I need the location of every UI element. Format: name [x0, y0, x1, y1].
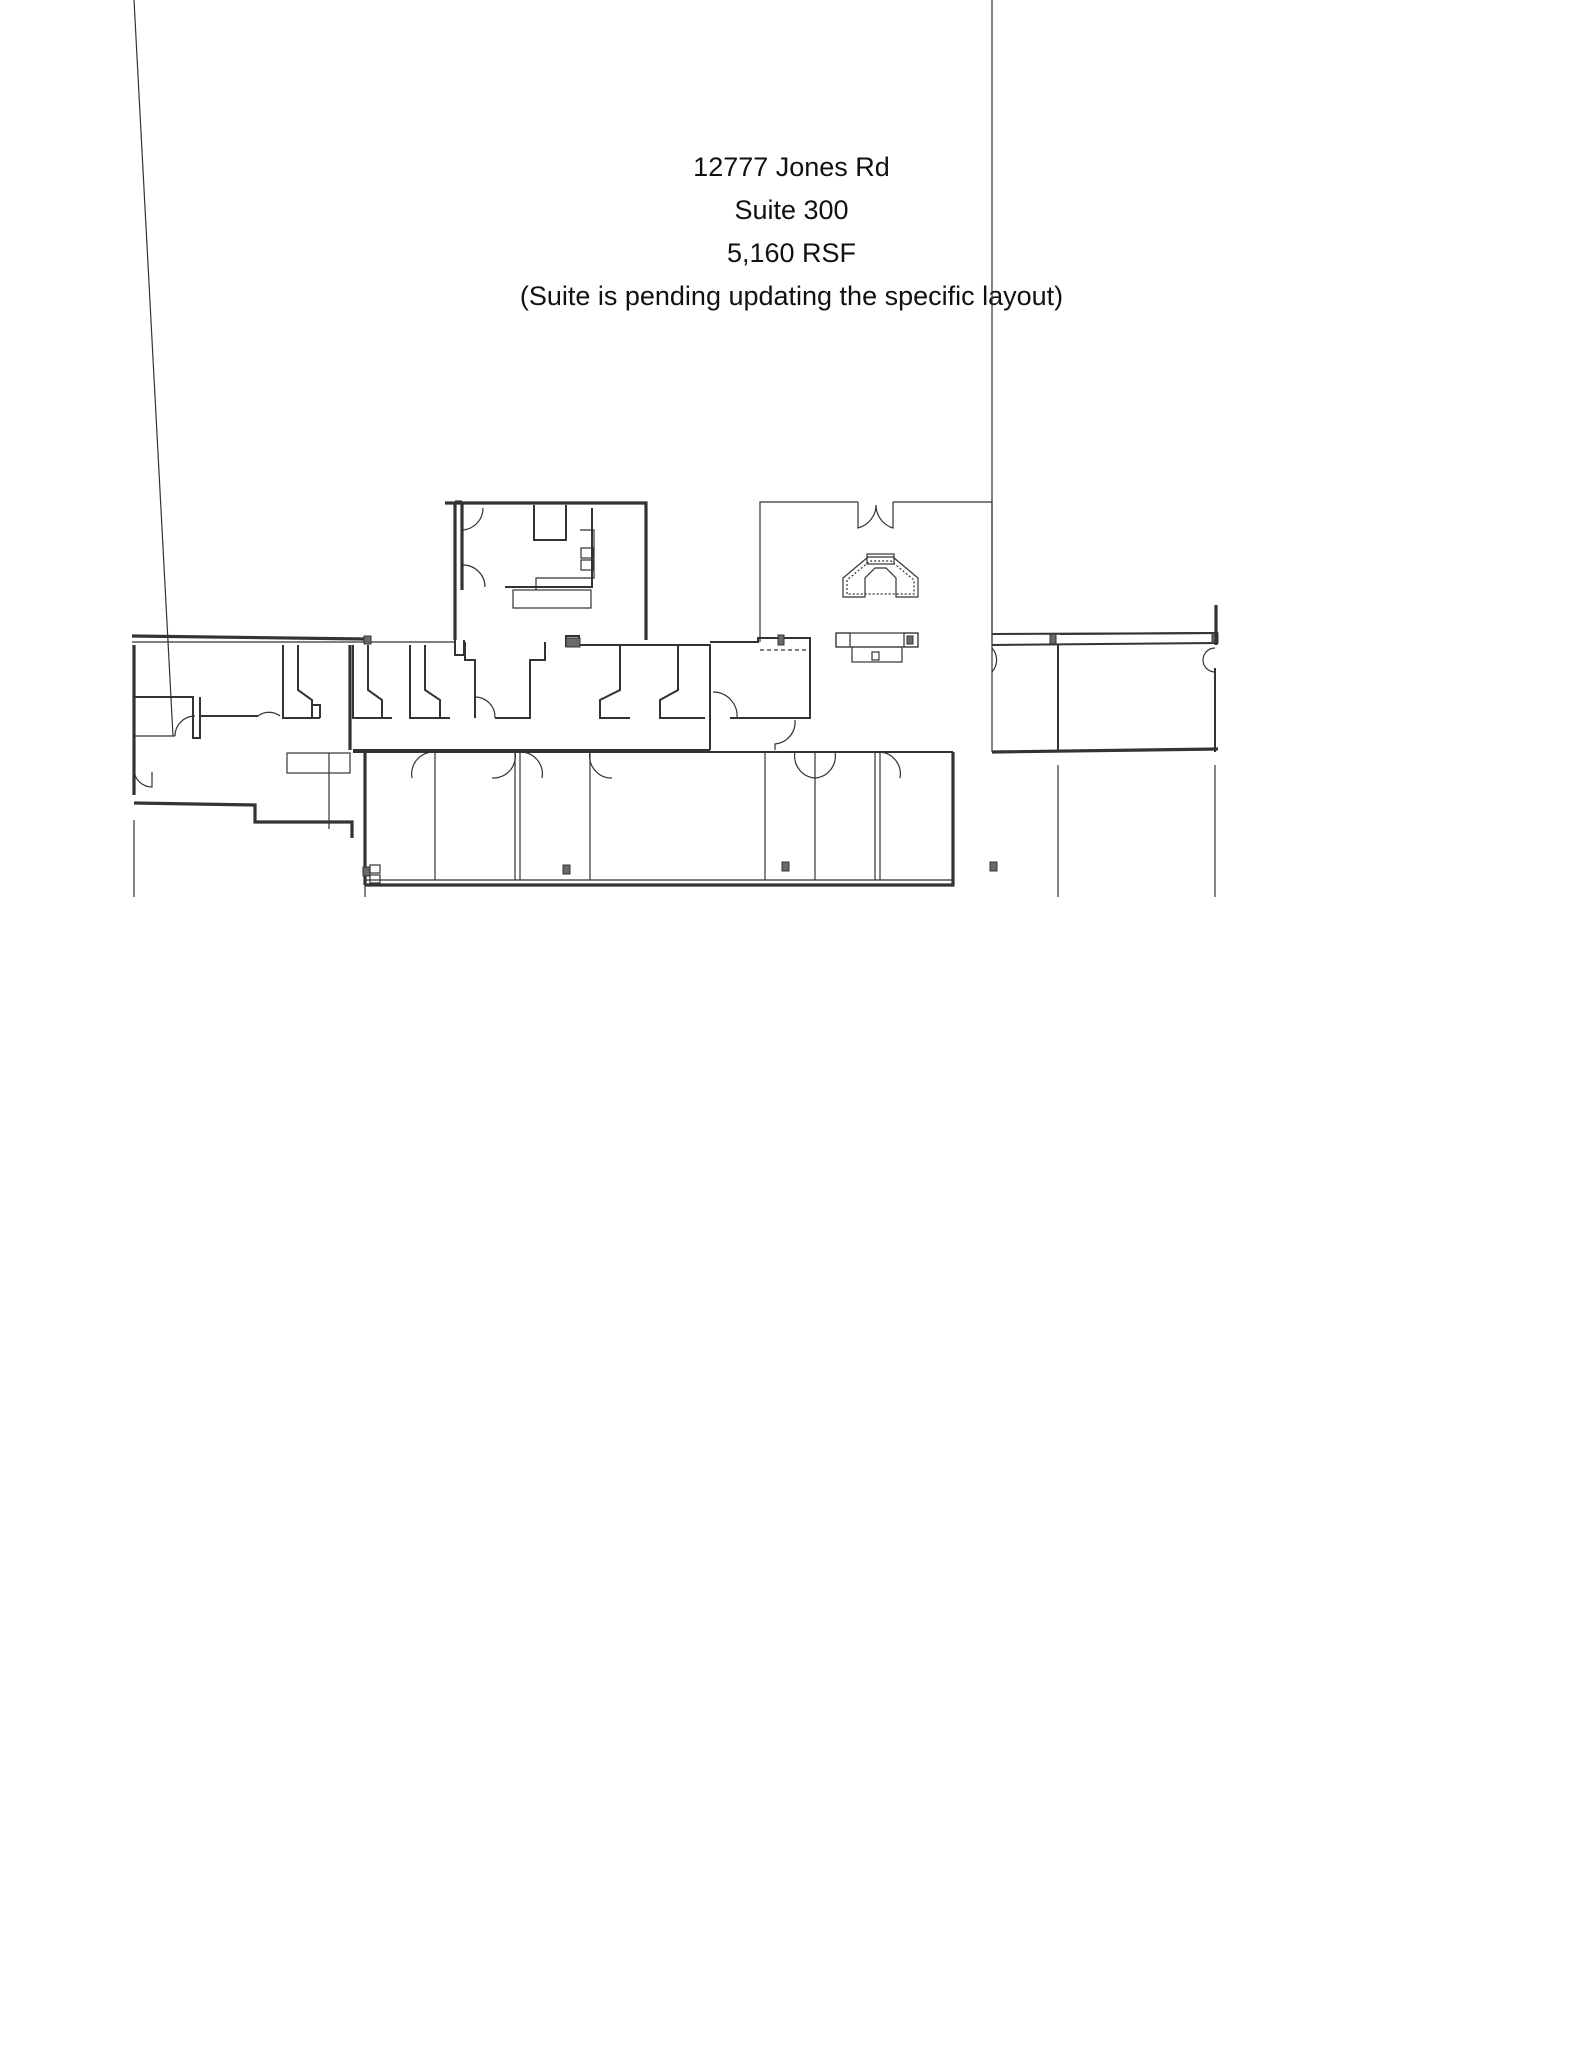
- perimeter-offices: [353, 751, 998, 897]
- rsf-line: 5,160 RSF: [726, 238, 857, 268]
- left-wing-walls: [131, 0, 455, 897]
- right-wing: [991, 605, 1219, 897]
- address-line: 12777 Jones Rd: [693, 152, 890, 182]
- break-room: [445, 500, 648, 656]
- center-offices: [348, 637, 711, 751]
- note-line: (Suite is pending updating the specific …: [519, 281, 1064, 311]
- suite-line: Suite 300: [734, 195, 849, 225]
- conference-room: [710, 634, 811, 750]
- page-heading: 12777 Jones Rd Suite 300 5,160 RSF (Suit…: [0, 146, 1583, 318]
- lobby: [759, 0, 998, 752]
